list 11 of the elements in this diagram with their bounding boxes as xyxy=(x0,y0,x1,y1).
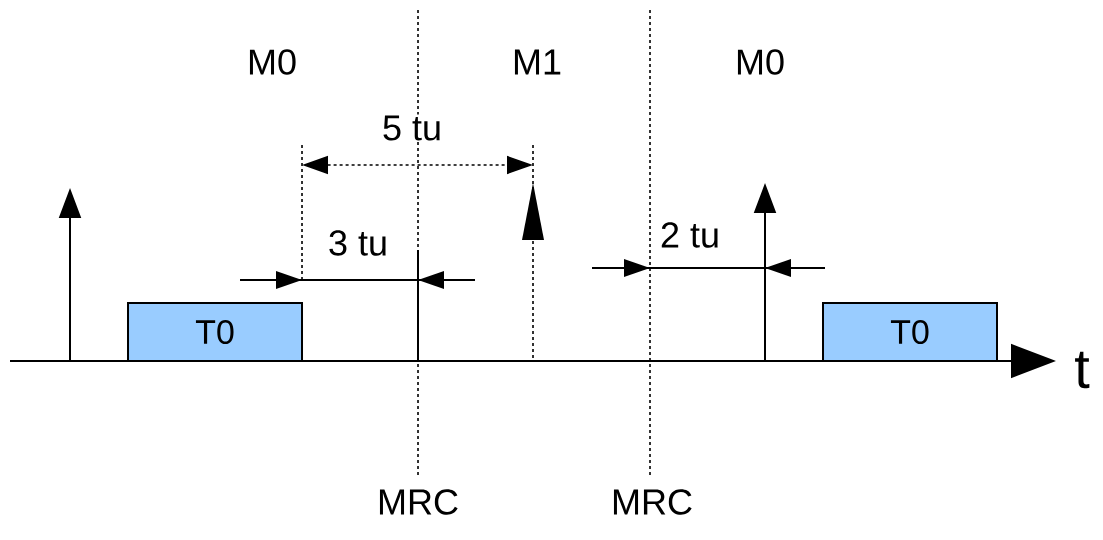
task-box: T0 xyxy=(127,302,303,362)
marker-label: MRC xyxy=(376,488,460,516)
axis-label: t xyxy=(1073,350,1091,390)
mode-label: M1 xyxy=(511,48,563,76)
dimension-label: 2 tu xyxy=(659,221,722,249)
dimension-label: 3 tu xyxy=(327,229,390,257)
mode-label: M0 xyxy=(734,48,786,76)
mode-label: M0 xyxy=(246,48,298,76)
task-box: T0 xyxy=(822,302,998,362)
dimension-label: 5 tu xyxy=(381,114,444,142)
marker-label: MRC xyxy=(610,488,694,516)
